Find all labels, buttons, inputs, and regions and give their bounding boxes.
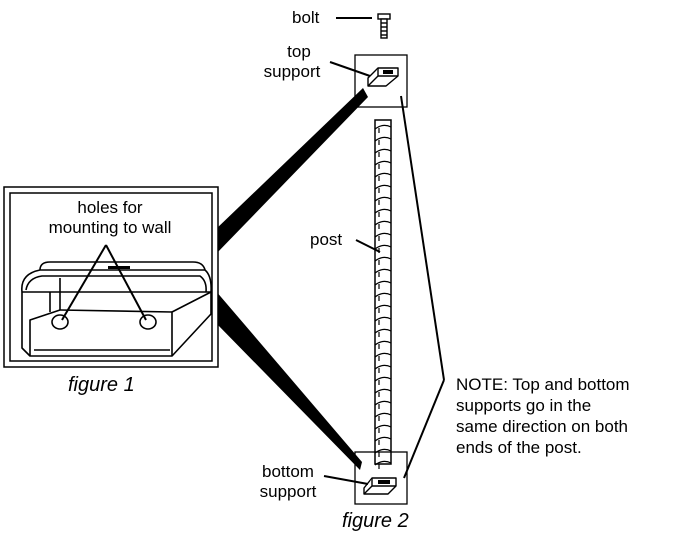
post-rib (374, 256, 392, 262)
post-rib (374, 136, 392, 142)
post-rib (374, 388, 392, 394)
figure1-caption: figure 1 (68, 374, 135, 396)
post-rib (374, 400, 392, 406)
post-rib (374, 460, 392, 466)
post-rib (374, 352, 392, 358)
post-rib (374, 424, 392, 430)
top-support-label-line1: top (287, 42, 311, 61)
post-rib (374, 304, 392, 310)
post-rib (374, 364, 392, 370)
top-support-bracket (367, 67, 399, 87)
top-support-label-line2: support (263, 62, 321, 81)
bracket-enlarged (21, 261, 212, 357)
post-rib (374, 124, 392, 130)
note-line4: ends of the post. (456, 438, 582, 457)
bottom-support-label: bottom support (248, 462, 328, 502)
holes-label-line2: mounting to wall (48, 218, 172, 237)
note-line3: same direction on both (456, 417, 628, 436)
post-label: post (310, 230, 343, 249)
bottom-support-label-line1: bottom (262, 462, 314, 481)
post-rib (374, 436, 392, 442)
post-rib (374, 280, 392, 286)
lower-magnify-wedge (215, 290, 362, 470)
upper-magnify-wedge (215, 88, 368, 255)
note-line2: supports go in the (456, 396, 592, 415)
figure2-caption: figure 2 (342, 510, 409, 532)
holes-label-line1: holes for (77, 198, 143, 217)
top-support-label: top support (256, 42, 328, 82)
post-rib (374, 232, 392, 238)
holes-label: holes for mounting to wall (20, 198, 200, 238)
post-rib (374, 208, 392, 214)
note-line1: NOTE: Top and bottom (456, 375, 630, 394)
post-rib (374, 220, 392, 226)
post-rib (374, 316, 392, 322)
top-support-box (354, 54, 408, 108)
post-rib (374, 268, 392, 274)
post-rib (374, 292, 392, 298)
bolt-label: bolt (292, 8, 320, 27)
post-rib (374, 184, 392, 190)
post-rib (374, 244, 392, 250)
post-rib (374, 412, 392, 418)
post-rib (374, 148, 392, 154)
post-rib (374, 340, 392, 346)
holes-leaders (61, 244, 147, 321)
post-rib (374, 160, 392, 166)
bottom-support-box (354, 451, 408, 505)
post-rib (374, 328, 392, 334)
bolt-drawing (377, 13, 391, 39)
post-rib (374, 196, 392, 202)
bottom-support-label-line2: support (259, 482, 317, 501)
post-rib (374, 376, 392, 382)
post-drawing (374, 119, 392, 469)
leader-lines (323, 17, 445, 485)
bottom-support-bracket (363, 477, 397, 495)
post-rib (374, 172, 392, 178)
note-text: NOTE: Top and bottom supports go in the … (456, 374, 630, 458)
